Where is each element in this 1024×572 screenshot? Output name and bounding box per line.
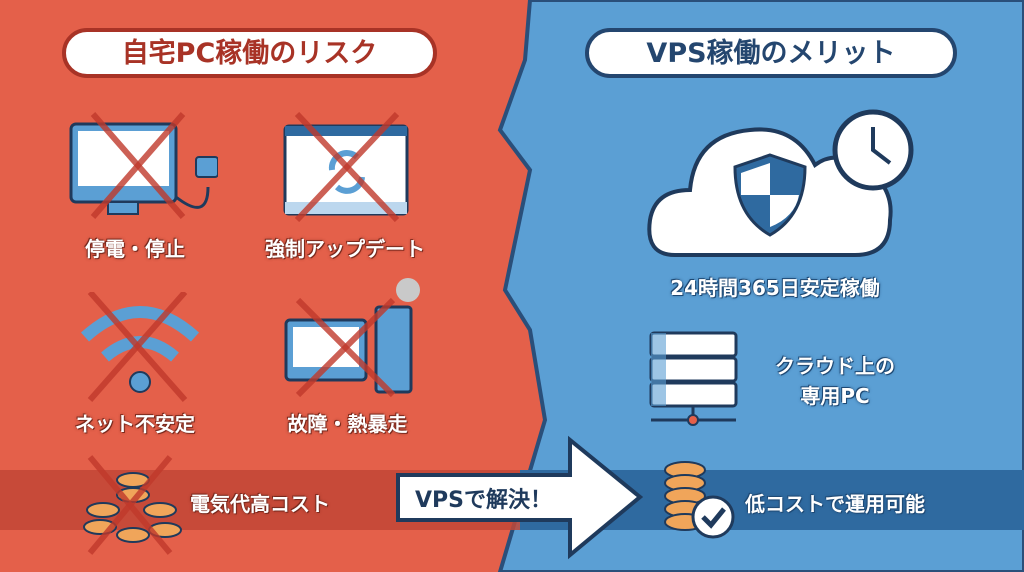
arrow-shape [396,435,644,560]
arrow-label: VPSで解決！ [415,488,552,513]
risk-label-power: 停電・停止 [85,237,185,261]
coins-check-icon [664,461,735,539]
left-title: 自宅PC稼働のリスク [62,28,437,78]
uptime-label: 24時間365日安定稼働 [670,276,880,300]
risk-label-network: ネット不安定 [75,412,195,436]
risk-label-failure: 故障・熱暴走 [287,412,408,436]
cloud-shield-clock-icon [647,109,914,257]
monitor-unplugged-icon [69,112,218,219]
risk-label-update: 強制アップデート [265,237,425,261]
update-window-icon [283,112,409,222]
right-title: VPS稼働のメリット [585,28,957,78]
coins-crossed-icon [83,455,182,555]
benefit-label-cost: 低コストで運用可能 [745,492,925,516]
server-label-line2: 専用PC [800,384,870,408]
pc-smoke-icon [284,278,420,398]
wifi-broken-icon [80,292,200,402]
risk-label-cost: 電気代高コスト [190,492,330,516]
server-label-line1: クラウド上の [775,354,895,378]
server-icon [649,331,738,426]
